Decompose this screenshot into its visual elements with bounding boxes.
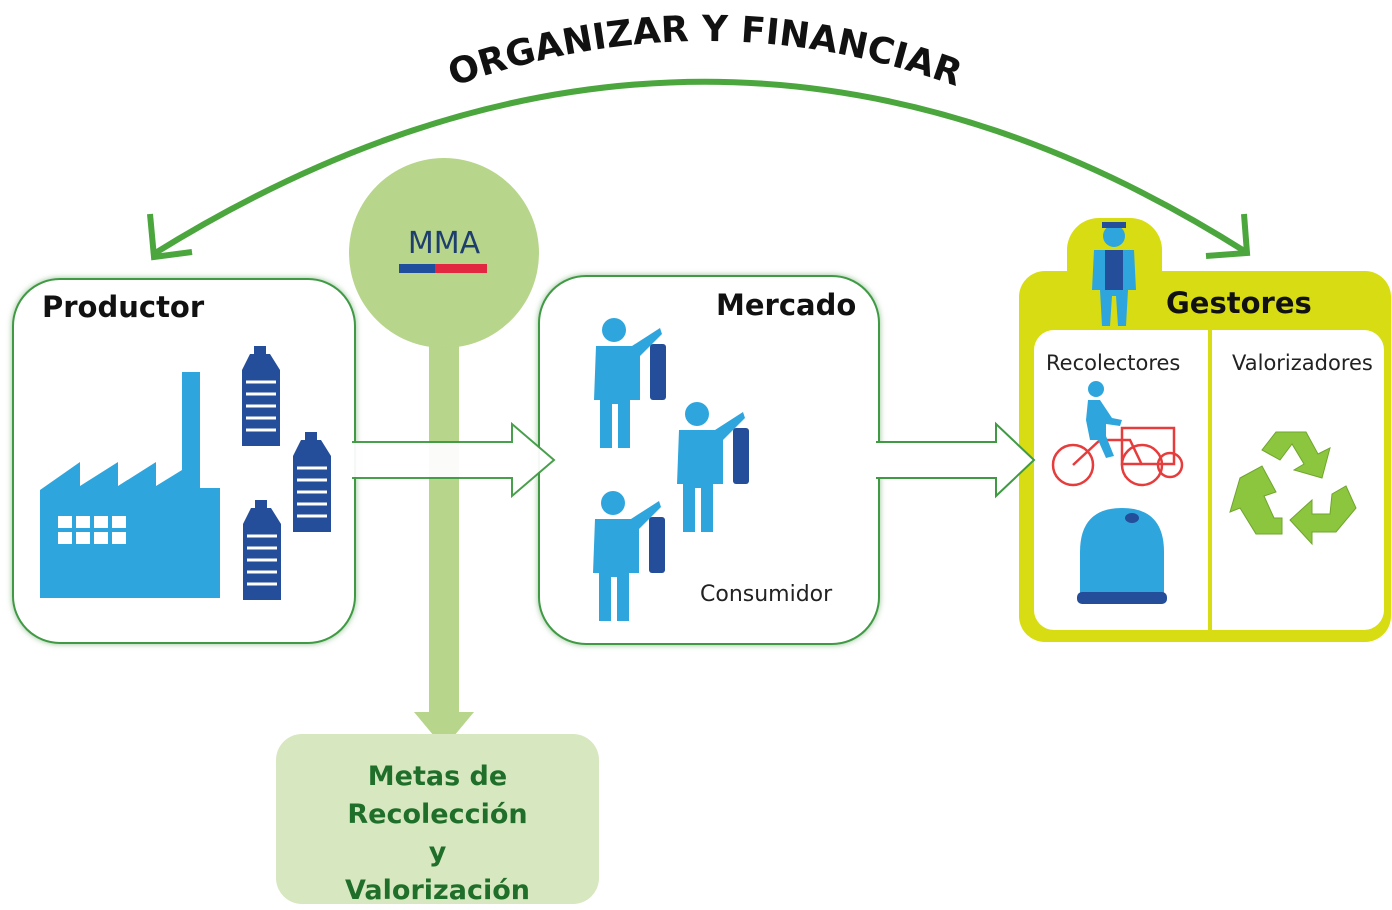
worker-icon xyxy=(1092,222,1136,326)
bottle-icon xyxy=(243,500,281,600)
consumer-label: Consumidor xyxy=(700,582,833,607)
person-icon xyxy=(677,402,749,532)
bottle-icon xyxy=(242,346,280,446)
arc-right-arrowhead xyxy=(1205,213,1251,259)
recycle-icon xyxy=(1229,431,1357,546)
arc-left-arrowhead xyxy=(147,213,193,261)
recolectores-label: Recolectores xyxy=(1046,351,1181,375)
valorizadores-label: Valorizadores xyxy=(1232,351,1373,375)
mma-flag-blue xyxy=(399,264,435,273)
gestores-divider xyxy=(1208,330,1212,630)
gestores-title: Gestores xyxy=(1166,286,1312,320)
mma-label: MMA xyxy=(407,226,481,261)
mma-circle xyxy=(349,158,539,348)
recycling-bin-icon xyxy=(1077,508,1167,604)
bottle-icon xyxy=(293,432,331,532)
bicycle-icon xyxy=(1051,426,1184,487)
flow-arrow-2 xyxy=(876,421,1036,499)
mma-stem xyxy=(429,330,459,720)
person-icon xyxy=(594,318,666,448)
productor-title: Productor xyxy=(42,290,205,324)
person-icon xyxy=(593,491,665,621)
metas-box: Metas de Recolección y Valorización xyxy=(276,734,599,906)
factory-icon xyxy=(40,372,220,598)
bottle-ribs xyxy=(246,380,327,586)
organizar-arc xyxy=(150,78,1248,258)
metas-line-2: y xyxy=(428,837,447,868)
cyclist-icon xyxy=(1086,381,1122,458)
flow-arrow-1 xyxy=(352,421,556,499)
mma-flag-red xyxy=(435,264,487,273)
metas-line-1: Metas de Recolección xyxy=(347,761,528,830)
mma-stem-arrowhead xyxy=(414,712,474,748)
mercado-title: Mercado xyxy=(716,288,857,322)
